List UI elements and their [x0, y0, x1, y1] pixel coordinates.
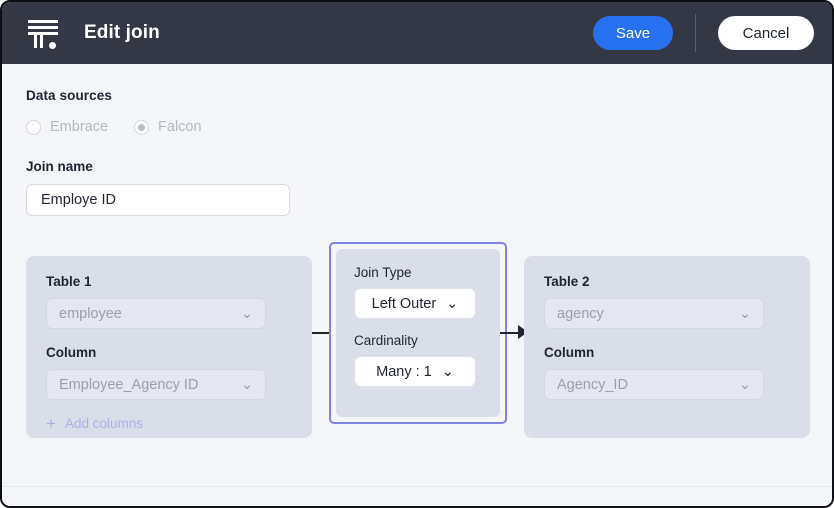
join-config-card[interactable]: Join Type Left Outer ⌄ Cardinality Many … — [329, 242, 507, 424]
table2-column-label: Column — [544, 345, 595, 360]
cardinality-select[interactable]: Many : 1 ⌄ — [354, 356, 476, 387]
chevron-down-icon: ⌄ — [738, 376, 751, 393]
chevron-down-icon: ⌄ — [240, 305, 253, 322]
table2-table-value: agency — [557, 305, 604, 322]
join-diagram: Table 1 employee ⌄ Column Employee_Agenc… — [26, 242, 810, 442]
data-sources-radio-group: Embrace Falcon — [26, 119, 808, 135]
add-columns-button[interactable]: + Add columns — [46, 415, 292, 432]
chevron-down-icon: ⌄ — [738, 305, 751, 322]
radio-option-embrace[interactable]: Embrace — [26, 119, 108, 135]
page-title: Edit join — [84, 22, 160, 43]
join-type-select[interactable]: Left Outer ⌄ — [354, 288, 476, 319]
save-button[interactable]: Save — [593, 16, 673, 50]
join-name-input[interactable] — [26, 184, 290, 216]
thoughtspot-logo-icon — [26, 16, 60, 50]
header-divider — [695, 14, 696, 52]
app-header: Edit join Save Cancel — [2, 2, 832, 64]
cardinality-label: Cardinality — [354, 333, 418, 348]
chevron-down-icon: ⌄ — [446, 295, 459, 312]
footer-divider — [2, 486, 832, 487]
table2-table-select[interactable]: agency ⌄ — [544, 298, 764, 329]
radio-label-embrace: Embrace — [50, 119, 109, 135]
chevron-down-icon: ⌄ — [240, 376, 253, 393]
cardinality-value: Many : 1 — [376, 363, 432, 380]
table1-column-value: Employee_Agency ID — [59, 376, 199, 393]
join-config-inner: Join Type Left Outer ⌄ Cardinality Many … — [336, 249, 500, 417]
table1-column-label: Column — [46, 345, 97, 360]
table2-column-value: Agency_ID — [557, 376, 628, 393]
arrow-head-icon — [518, 325, 528, 339]
table2-column-select[interactable]: Agency_ID ⌄ — [544, 369, 764, 400]
radio-icon-falcon[interactable] — [134, 119, 150, 135]
join-name-label: Join name — [26, 159, 93, 174]
join-type-label: Join Type — [354, 265, 412, 280]
table2-label: Table 2 — [544, 274, 590, 289]
join-type-value: Left Outer — [371, 295, 437, 312]
data-sources-label: Data sources — [26, 88, 112, 103]
table1-table-select[interactable]: employee ⌄ — [46, 298, 266, 329]
plus-icon: + — [46, 414, 56, 433]
chevron-down-icon: ⌄ — [441, 363, 454, 380]
radio-label-falcon: Falcon — [158, 119, 202, 135]
radio-option-falcon[interactable]: Falcon — [134, 119, 202, 135]
radio-icon-embrace[interactable] — [26, 119, 41, 135]
table1-table-value: employee — [59, 305, 122, 322]
table1-column-select[interactable]: Employee_Agency ID ⌄ — [46, 369, 266, 400]
connector-line-left — [312, 332, 336, 334]
table1-label: Table 1 — [46, 274, 92, 289]
connector-line-right — [500, 332, 524, 334]
table2-card: Table 2 agency ⌄ Column Agency_ID ⌄ — [524, 256, 810, 438]
cancel-button[interactable]: Cancel — [718, 16, 814, 50]
edit-join-body: Data sources Embrace Falcon Join name Ta… — [2, 64, 832, 486]
header-actions: Save Cancel — [593, 14, 814, 52]
table1-card: Table 1 employee ⌄ Column Employee_Agenc… — [26, 256, 312, 438]
footer-bar — [2, 487, 832, 506]
add-columns-label: Add columns — [64, 416, 143, 431]
